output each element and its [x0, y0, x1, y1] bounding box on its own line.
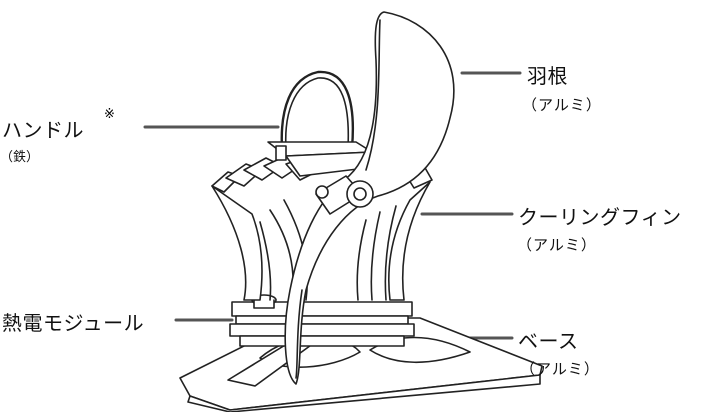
fan-hub: [315, 175, 374, 215]
handle: [267, 70, 373, 177]
handle-label: ハンドル: [2, 118, 84, 142]
base-material: （アルミ）: [520, 360, 600, 378]
blade-label: 羽根: [527, 64, 568, 88]
handle-material: （鉄）: [0, 150, 40, 165]
base-label: ベース: [518, 329, 579, 353]
handle-note-mark: ※: [104, 107, 115, 122]
thermo-module: [229, 294, 415, 347]
fin-label: クーリングフィン: [518, 205, 682, 229]
fin-material: （アルミ）: [517, 236, 597, 254]
blade-material: （アルミ）: [522, 96, 602, 114]
thermo-module-label: 熱電モジュール: [2, 311, 145, 335]
